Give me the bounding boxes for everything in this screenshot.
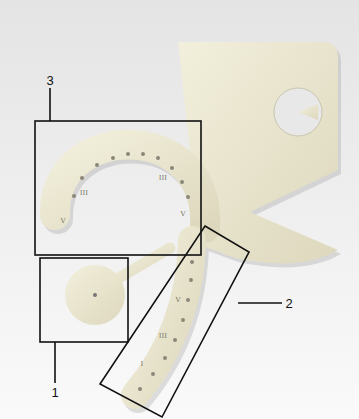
scale-mark: V xyxy=(180,211,185,218)
callout-frame xyxy=(35,121,201,255)
hole-notch xyxy=(298,104,318,120)
pivot-dot xyxy=(93,293,97,297)
leader-line xyxy=(54,342,56,383)
callout-number: 2 xyxy=(285,297,292,310)
scale-mark: V xyxy=(60,218,65,225)
scale-mark: I xyxy=(141,361,144,368)
plate-hole xyxy=(274,88,322,136)
scale-mark: III xyxy=(80,190,88,197)
leader-line xyxy=(49,88,51,121)
leader-line xyxy=(238,302,282,304)
callout-frame xyxy=(40,258,128,342)
callout-frame xyxy=(100,226,249,417)
callout-number: 3 xyxy=(46,74,53,87)
scale-mark: III xyxy=(159,333,167,340)
scale-mark: V xyxy=(175,297,180,304)
callout-frames xyxy=(35,88,282,417)
callout-number: 1 xyxy=(51,386,58,399)
scale-mark: III xyxy=(159,175,167,182)
